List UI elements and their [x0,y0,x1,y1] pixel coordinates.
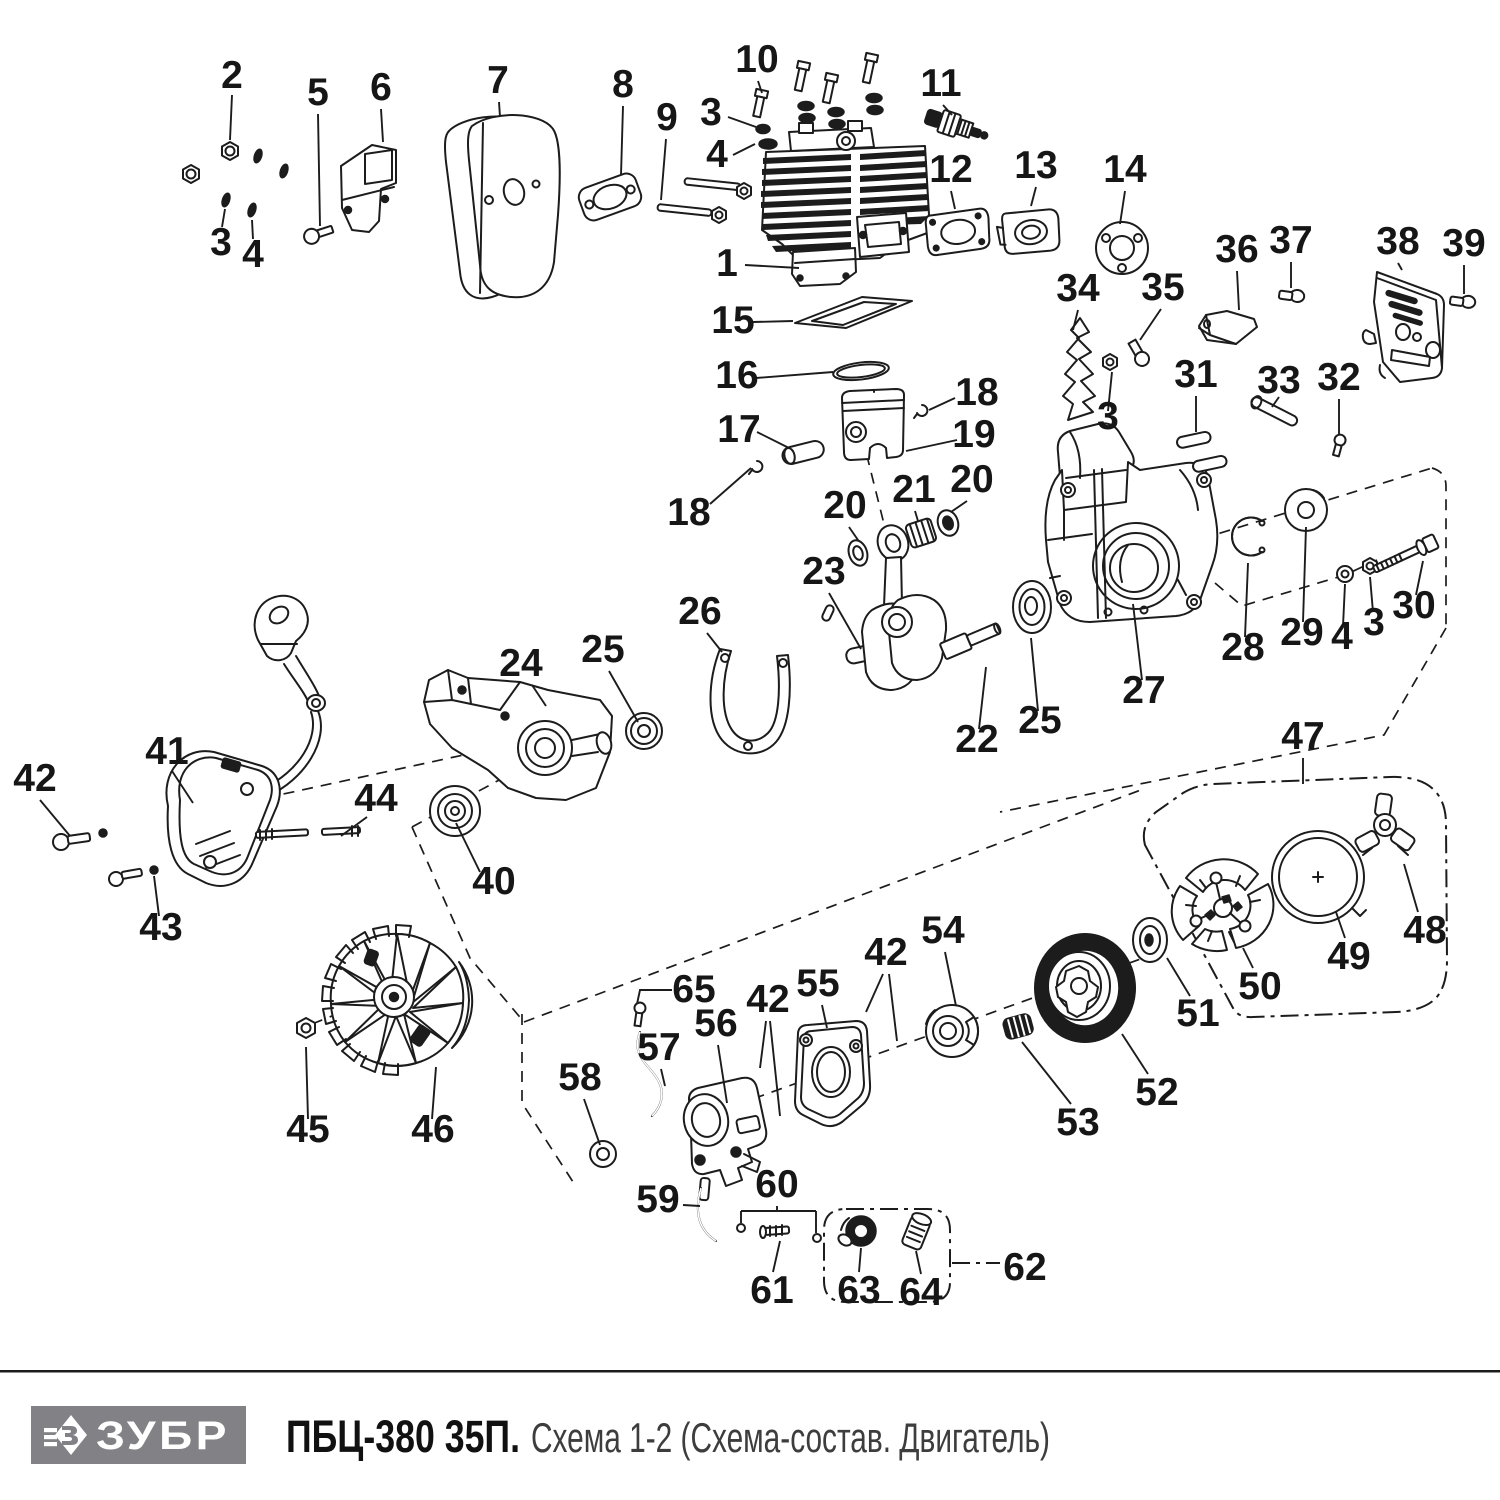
svg-text:40: 40 [472,860,515,903]
svg-text:39: 39 [1442,222,1485,265]
svg-text:46: 46 [411,1108,454,1151]
svg-text:28: 28 [1221,626,1264,669]
svg-text:48: 48 [1403,909,1446,952]
svg-text:4: 4 [242,233,264,276]
svg-text:55: 55 [796,962,839,1005]
svg-text:52: 52 [1135,1071,1178,1114]
svg-text:12: 12 [929,148,972,191]
svg-text:36: 36 [1215,228,1258,271]
svg-text:34: 34 [1056,267,1100,310]
svg-text:61: 61 [750,1269,793,1312]
svg-text:65: 65 [672,968,715,1011]
svg-text:11: 11 [920,62,961,105]
svg-text:16: 16 [715,354,758,397]
svg-text:23: 23 [802,550,845,593]
svg-text:3: 3 [1363,601,1385,644]
svg-text:37: 37 [1269,219,1312,262]
svg-text:19: 19 [952,413,995,456]
svg-text:44: 44 [354,777,398,820]
svg-text:20: 20 [950,458,993,501]
svg-text:49: 49 [1327,935,1370,978]
svg-text:Схема 1-2 (Схема-состав. Двига: Схема 1-2 (Схема-состав. Двигатель) [531,1414,1050,1461]
svg-text:30: 30 [1392,584,1435,627]
svg-text:4: 4 [1331,615,1353,658]
svg-text:51: 51 [1176,992,1219,1035]
svg-text:63: 63 [837,1269,880,1312]
svg-text:15: 15 [711,299,754,342]
svg-text:35: 35 [1141,266,1184,309]
svg-text:1: 1 [716,242,738,285]
svg-text:24: 24 [499,642,543,685]
svg-text:64: 64 [899,1271,943,1314]
svg-text:25: 25 [581,628,624,671]
svg-text:26: 26 [678,590,721,633]
svg-text:3: 3 [210,221,232,264]
svg-text:38: 38 [1376,220,1419,263]
svg-text:13: 13 [1014,144,1057,187]
svg-text:32: 32 [1317,356,1360,399]
svg-text:25: 25 [1018,699,1061,742]
svg-text:50: 50 [1238,965,1281,1008]
svg-text:54: 54 [921,909,965,952]
svg-text:21: 21 [892,468,935,511]
svg-text:31: 31 [1174,353,1217,396]
svg-text:59: 59 [636,1178,679,1221]
svg-text:18: 18 [667,491,710,534]
svg-text:10: 10 [735,38,778,81]
svg-text:27: 27 [1122,669,1165,712]
svg-text:58: 58 [558,1056,601,1099]
svg-text:60: 60 [755,1163,798,1206]
svg-text:53: 53 [1056,1101,1099,1144]
svg-text:ЗУБР: ЗУБР [96,1414,230,1458]
svg-text:ПБЦ-380 35П.: ПБЦ-380 35П. [286,1411,520,1462]
svg-text:33: 33 [1257,359,1300,402]
svg-text:4: 4 [706,133,728,176]
svg-text:43: 43 [139,906,182,949]
svg-text:14: 14 [1103,148,1147,191]
svg-text:57: 57 [637,1026,680,1069]
svg-text:42: 42 [13,757,56,800]
svg-text:17: 17 [717,408,760,451]
svg-text:5: 5 [307,71,329,114]
svg-text:41: 41 [145,730,188,773]
svg-text:7: 7 [487,59,509,102]
svg-text:47: 47 [1281,715,1324,758]
svg-text:22: 22 [955,718,998,761]
svg-text:45: 45 [286,1108,329,1151]
svg-text:3: 3 [700,91,722,134]
svg-text:42: 42 [864,931,907,974]
svg-text:3: 3 [1097,395,1119,438]
svg-text:9: 9 [656,96,678,139]
svg-text:8: 8 [612,63,634,106]
svg-text:62: 62 [1003,1246,1046,1289]
svg-text:56: 56 [694,1002,737,1045]
svg-text:29: 29 [1280,611,1323,654]
svg-text:20: 20 [823,484,866,527]
svg-text:6: 6 [370,66,392,109]
svg-text:42: 42 [746,978,789,1021]
svg-text:2: 2 [221,54,243,97]
svg-text:18: 18 [955,371,998,414]
